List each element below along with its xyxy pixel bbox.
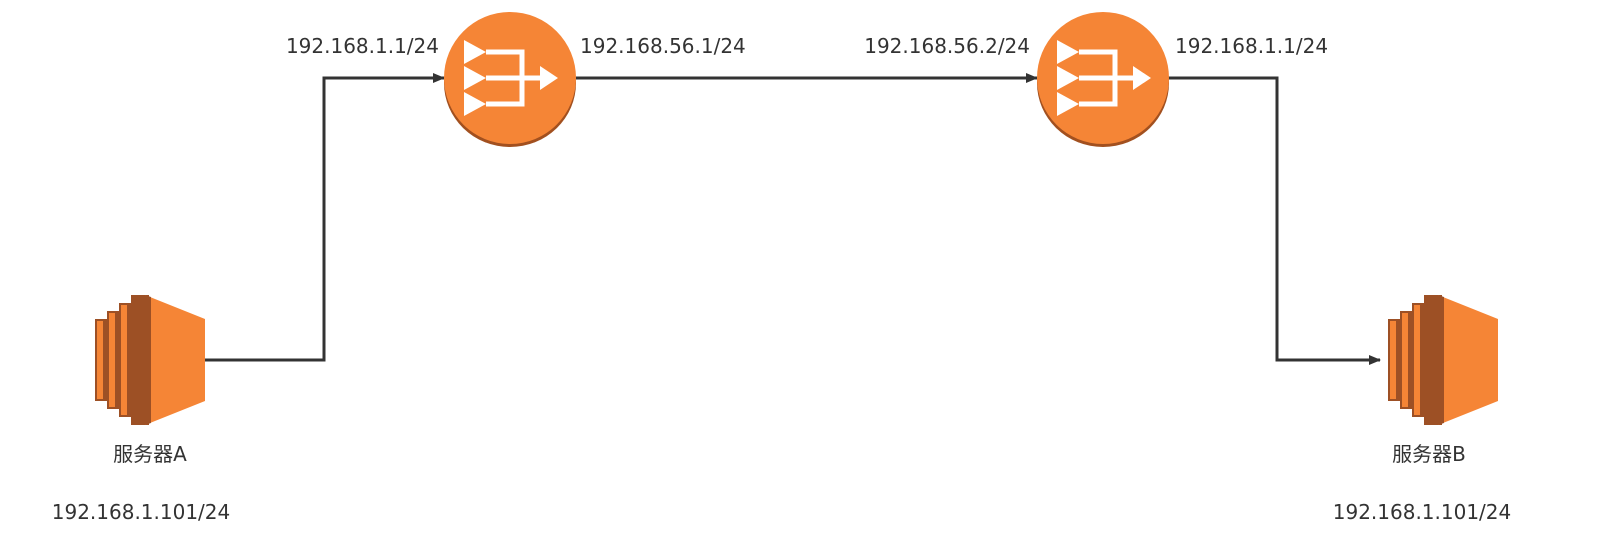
router-1-left-ip-label: 192.168.1.1/24 (285, 34, 439, 58)
server-b-name-label: 服务器B (1392, 442, 1466, 466)
ec2-instance-icon (95, 295, 205, 425)
router-1-right-ip-label: 192.168.56.1/24 (580, 34, 746, 58)
server-a-name-label: 服务器A (113, 442, 187, 466)
server-b-ip-label: 192.168.1.101/24 (1332, 500, 1512, 524)
router-2-right-ip-label: 192.168.1.1/24 (1175, 34, 1329, 58)
server-a-ip-label: 192.168.1.101/24 (51, 500, 231, 524)
ec2-instance-icon (1388, 295, 1498, 425)
router-icon (444, 12, 576, 147)
router-2-left-ip-label: 192.168.56.2/24 (864, 34, 1030, 58)
connector-server-a-to-router-1 (203, 73, 445, 362)
connector-router-2-to-server-b (1168, 76, 1381, 365)
router-icon (1037, 12, 1169, 147)
